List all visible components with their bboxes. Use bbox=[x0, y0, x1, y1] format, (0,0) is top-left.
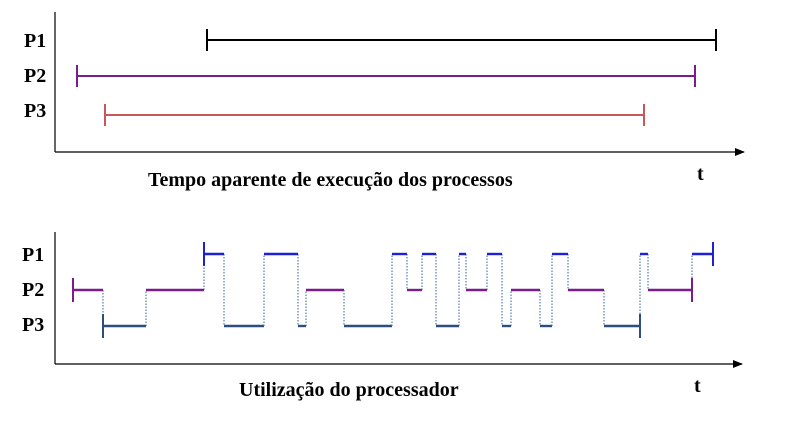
bottom-label-p1: P1 bbox=[22, 244, 44, 266]
bottom-panel: P1 P2 P3 Utilização do processador t bbox=[22, 232, 743, 401]
bottom-axis-label: t bbox=[694, 375, 701, 397]
bottom-label-p2: P2 bbox=[22, 279, 44, 301]
top-axis-label: t bbox=[697, 163, 704, 185]
bottom-segment-group bbox=[72, 242, 714, 338]
top-caption: Tempo aparente de execução dos processos bbox=[148, 169, 513, 191]
bottom-caption: Utilização do processador bbox=[239, 379, 459, 401]
bottom-label-p3: P3 bbox=[22, 314, 44, 336]
top-interval-group bbox=[76, 29, 717, 126]
top-panel: P1 P2 P3 Tempo aparente de execução dos … bbox=[24, 12, 745, 191]
top-label-p3: P3 bbox=[24, 100, 46, 122]
top-label-p2: P2 bbox=[24, 65, 46, 87]
top-label-p1: P1 bbox=[24, 30, 46, 52]
